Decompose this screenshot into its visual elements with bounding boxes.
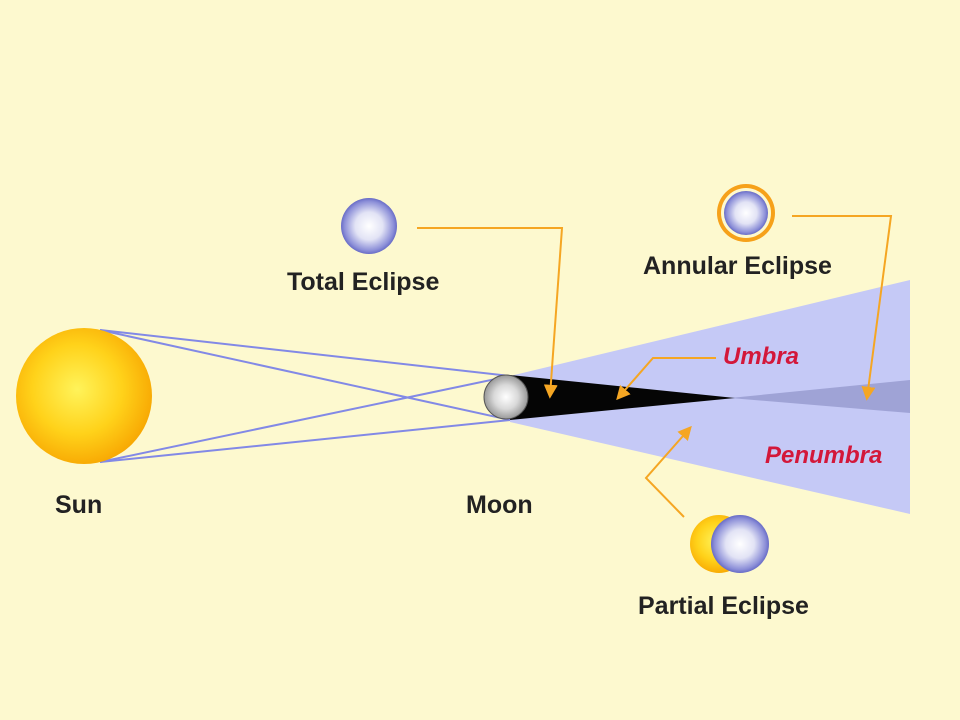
penumbra-label: Penumbra bbox=[765, 442, 882, 469]
partial-eclipse-moon-icon bbox=[711, 515, 769, 573]
sun-rays bbox=[99, 329, 511, 463]
sun bbox=[16, 328, 152, 464]
moon bbox=[483, 374, 529, 420]
sun-label: Sun bbox=[55, 491, 102, 519]
total-eclipse-label: Total Eclipse bbox=[287, 268, 439, 296]
annular-eclipse-label: Annular Eclipse bbox=[643, 252, 832, 280]
total-eclipse-arrow bbox=[417, 227, 564, 399]
umbra-arrow bbox=[616, 357, 716, 401]
moon-label: Moon bbox=[466, 491, 533, 519]
total-eclipse-icon bbox=[341, 198, 397, 254]
annular-eclipse-icon bbox=[724, 191, 768, 235]
partial-eclipse-label: Partial Eclipse bbox=[638, 592, 809, 620]
partial-eclipse-arrow bbox=[644, 425, 692, 518]
umbra-label: Umbra bbox=[723, 343, 799, 370]
annular-eclipse-arrow bbox=[792, 215, 893, 401]
